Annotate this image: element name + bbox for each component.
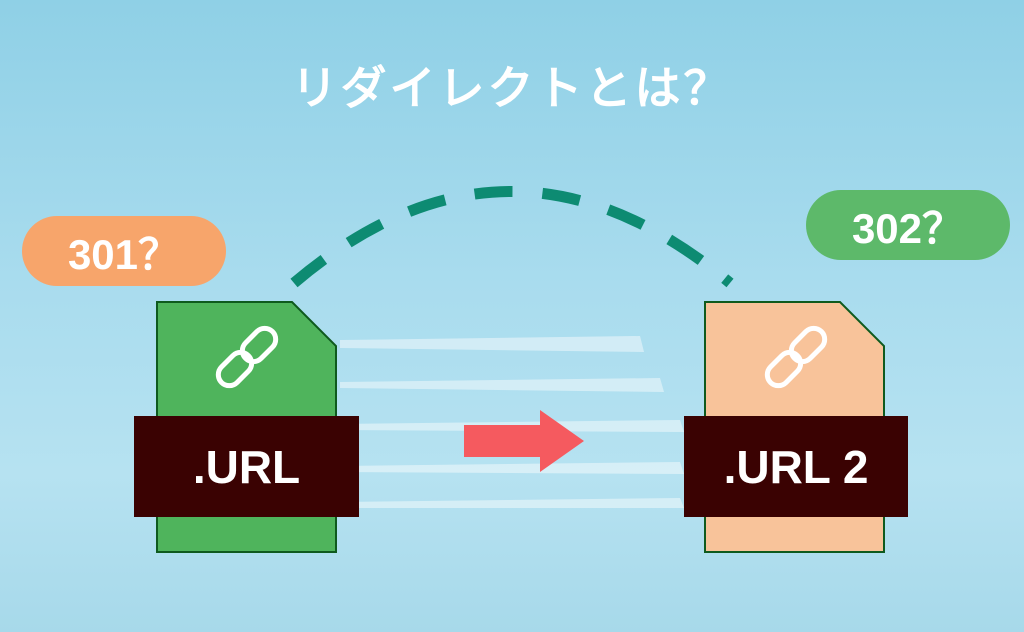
motion-streaks: [340, 336, 684, 508]
url-text: .URL 2: [723, 440, 869, 493]
badge-text: 302？: [851, 204, 965, 252]
link-icon: [215, 325, 279, 389]
status-badge-301: 301？: [22, 216, 226, 286]
badge-text: 301？: [67, 230, 181, 278]
page-title: リダイレクトとは？: [291, 61, 733, 115]
status-badge-302: 302？: [806, 190, 1010, 260]
link-icon: [764, 325, 828, 389]
url-text: .URL: [192, 440, 301, 493]
arrow-right-icon: [464, 410, 584, 472]
redirect-arc: [290, 186, 734, 288]
target-url-label: .URL 2: [684, 416, 908, 517]
source-url-label: .URL: [134, 416, 359, 517]
